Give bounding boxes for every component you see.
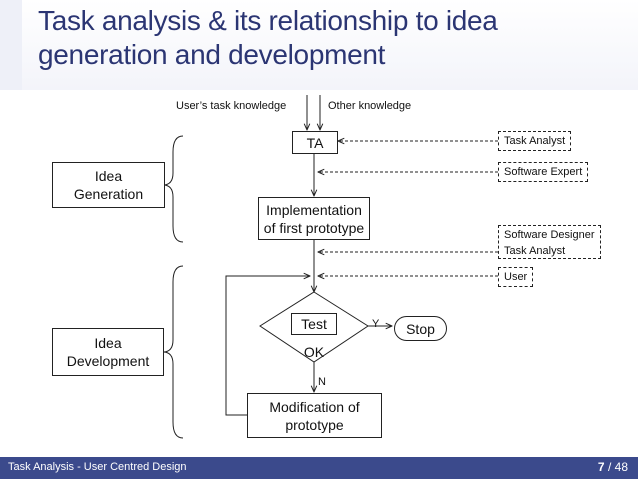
- title-bar: [0, 0, 638, 90]
- implementation-line-2: of first prototype: [263, 219, 365, 236]
- slide-title: Task analysis & its relationship to idea…: [38, 4, 628, 72]
- page-total: 48: [614, 460, 628, 474]
- idea-development-phase: Idea Development: [52, 328, 164, 376]
- role-user: User: [498, 267, 534, 287]
- task-knowledge-label: User’s task knowledge: [176, 100, 287, 112]
- page-separator: /: [607, 460, 612, 474]
- idea-generation-line-1: Idea: [94, 168, 123, 184]
- footer-bar: Task Analysis - User Centred Design 7 / …: [0, 457, 638, 479]
- role-software-expert: Software Expert: [498, 162, 589, 182]
- slide-title-line-1: Task analysis & its relationship to idea: [38, 5, 498, 36]
- role-software-designer: Software Designer: [504, 229, 595, 241]
- ta-node: TA: [292, 131, 338, 154]
- modification-line-1: Modification of: [269, 398, 360, 415]
- idea-generation-phase: Idea Generation: [52, 162, 165, 208]
- implementation-line-1: Implementation: [266, 201, 362, 218]
- feedback-loop: [225, 276, 310, 416]
- modification-node: Modification of prototype: [247, 393, 382, 438]
- page-indicator: 7 / 48: [598, 460, 628, 474]
- role-designer-analyst: Software Designer Task Analyst: [498, 225, 601, 259]
- idea-generation-line-2: Generation: [73, 186, 144, 202]
- role-task-analyst: Task Analyst: [498, 131, 572, 151]
- title-accent-strip: [0, 0, 22, 90]
- page-current: 7: [597, 460, 605, 474]
- yes-label: Y: [372, 318, 380, 330]
- test-node-label: Test: [291, 313, 337, 335]
- generation-brace: [162, 135, 184, 243]
- stop-node: Stop: [394, 316, 447, 341]
- idea-development-line-1: Idea: [94, 335, 122, 351]
- no-label: N: [318, 376, 326, 388]
- development-brace: [162, 265, 184, 439]
- modification-line-2: prototype: [285, 416, 344, 433]
- implementation-node: Implementation of first prototype: [258, 197, 370, 240]
- footer-course-title: Task Analysis - User Centred Design: [8, 461, 187, 473]
- test-ok-label: OK: [303, 344, 325, 360]
- role-task-analyst-2: Task Analyst: [504, 245, 566, 257]
- idea-development-line-2: Development: [66, 353, 150, 369]
- slide-title-line-2: generation and development: [38, 39, 386, 70]
- other-knowledge-label: Other knowledge: [328, 100, 412, 112]
